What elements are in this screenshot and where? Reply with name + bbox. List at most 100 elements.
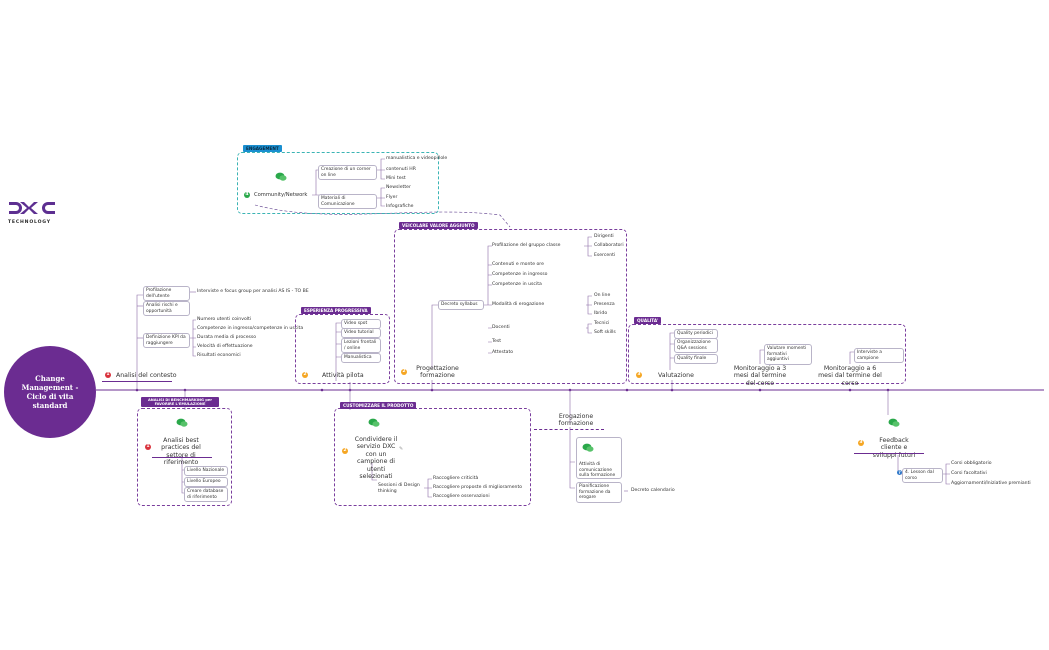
note-icon: ✎ [399,446,404,452]
benchmarking-number-badge: 1 [145,444,151,450]
progettazione-frame [394,229,627,384]
kpi-leaf[interactable]: Risultati economici [197,353,241,358]
progettazione-item[interactable]: Competenze in ingresso [492,272,548,277]
engagement-leaf[interactable]: Mini test [386,176,406,181]
pilota-frame [295,314,390,384]
engagement-label[interactable]: Community/Network [254,192,308,198]
kpi-leaf[interactable]: Durata media di processo [197,335,257,340]
engagement-leaf[interactable]: contenuti HR [386,167,416,172]
benchmarking-label[interactable]: Analisi best practices del settore di ri… [161,437,201,467]
contesto-item-label: Profilazione dell'utente [146,288,172,299]
valutazione-frame [628,324,906,384]
benchmarking-item-label: Creare database di riferimento [187,489,224,500]
erogazione-item-comunicazione[interactable]: Attività di comunicazione sulla formazio… [576,437,622,479]
engagement-frame [237,152,439,214]
customizzare-label[interactable]: Condividere il servizio DXC con un campi… [354,436,398,481]
pilota-label[interactable]: Attività pilota [322,372,364,379]
engagement-leaf[interactable]: Infografiche [386,204,414,209]
contesto-item-kpi[interactable]: Definizione KPI da raggiungere [143,333,190,348]
progettazione-leaf[interactable]: Tecnici [594,321,610,326]
benchmarking-item[interactable]: Livello Nazionale [184,466,228,476]
feedback-leaf[interactable]: Aggiornamenti/Iniziative premianti [951,481,1031,486]
valutazione-item-label: Organizzazione Q&A sessions [677,340,711,351]
contesto-item-profilazione[interactable]: Profilazione dell'utente [143,286,190,301]
contesto-underline [102,381,172,382]
valutazione-item-label: Quality finale [677,356,707,361]
progettazione-leaf[interactable]: Presenza [594,302,615,307]
design-thinking-node[interactable]: Sessioni di Design thinking [378,483,420,494]
customizzare-leaf[interactable]: Raccogliere criticità [433,476,479,481]
progettazione-label[interactable]: Progettazione formazione [416,365,459,380]
progettazione-item[interactable]: Attestato [492,350,514,355]
customizzare-frame [334,408,531,506]
contesto-number-badge: 1 [105,372,111,378]
pilota-tag: ESPERIENZA PROGRESSIVA [301,307,371,314]
pilota-item-label: Manualistica [344,355,372,360]
benchmarking-item[interactable]: Creare database di riferimento [184,487,228,502]
chat-bubbles-icon [275,172,287,181]
feedback-label[interactable]: Feedback cliente e sviluppi futuri [872,437,916,459]
kpi-leaf[interactable]: Competenze in ingresso/competenze in usc… [197,326,304,331]
erogazione-label[interactable]: Erogazione formazione [558,413,594,428]
erogazione-item-pianificazione[interactable]: Pianificazione formazione da erogare [576,482,622,503]
feedback-leaf[interactable]: Corsi obbligatorio [951,461,992,466]
engagement-branch-materiali[interactable]: Materiali di Comunicazione [318,194,377,209]
valutazione-item[interactable]: Organizzazione Q&A sessions [674,338,718,353]
progettazione-leaf[interactable]: Dirigenti [594,234,614,239]
progettazione-leaf[interactable]: Soft skills [594,330,616,335]
mon3-leaf[interactable]: Valutare momenti formativi aggiuntivi [764,344,812,365]
contesto-label[interactable]: Analisi del contesto [116,372,177,379]
benchmarking-item-label: Livello Europeo [187,479,221,484]
progettazione-leaf[interactable]: On line [594,293,611,298]
contesto-leaf[interactable]: Interviste e focus group per analisi AS … [197,289,309,294]
progettazione-leaf[interactable]: Ibrido [594,311,608,316]
syllabus-label: Decreto syllabus [441,302,478,307]
progettazione-item[interactable]: Contenuti e monte ore [492,262,544,267]
contesto-item-label: Analisi rischi e opportunità [146,303,178,314]
engagement-branch-corner[interactable]: Creazione di un corner on line [318,165,377,180]
chat-bubbles-icon [368,418,380,427]
feedback-leaf[interactable]: Corsi facoltativi [951,471,987,476]
engagement-leaf[interactable]: Newsletter [386,185,411,190]
valutazione-tag: QUALITA' [634,317,662,324]
erogazione-leaf[interactable]: Decreto calendario [631,488,675,493]
engagement-number-badge: 4 [244,192,250,198]
central-topic[interactable]: Change Management - Ciclo di vita standa… [4,346,96,438]
engagement-branch-label: Creazione di un corner on line [321,167,371,178]
valutazione-number-badge: 3 [636,372,642,378]
valutazione-item-label: Quality periodici [677,331,713,336]
mon3-label[interactable]: Monitoraggio a 3 mesi dal termine del co… [733,365,787,387]
engagement-leaf[interactable]: manualistica e videopillole [386,156,448,161]
mon6-label[interactable]: Monitoraggio a 6 mesi dal termine del co… [818,365,882,387]
progettazione-item[interactable]: Profilazione del gruppo classe [492,243,561,248]
progettazione-leaf[interactable]: Collaboratori [594,243,624,248]
dxc-logo-subtitle: TECHNOLOGY [8,220,51,225]
feedback-lesson-node[interactable]: 4. Lesson dal corso [902,468,943,483]
chat-bubbles-icon [888,418,900,427]
progettazione-item[interactable]: Docenti [492,325,510,330]
customizzare-leaf[interactable]: Raccogliere proposte di miglioramento [433,485,523,490]
customizzare-leaf[interactable]: Raccogliere osservazioni [433,494,490,499]
pilota-item[interactable]: Lezioni frontali / online [341,338,381,353]
progettazione-leaf[interactable]: Esercenti [594,253,616,258]
mon6-leaf[interactable]: Interviste a campione [854,348,904,363]
kpi-leaf[interactable]: Velocità di effettuazione [197,344,253,349]
central-topic-title: Change Management - Ciclo di vita standa… [21,373,79,411]
pilota-item[interactable]: Video tutorial [341,328,381,338]
valutazione-item[interactable]: Quality finale [674,354,718,364]
progettazione-item[interactable]: Modalità di erogazione [492,302,545,307]
benchmarking-item[interactable]: Livello Europeo [184,477,228,487]
pilota-item-label: Lezioni frontali / online [344,340,377,351]
customizzare-number-badge: 2 [342,448,348,454]
valutazione-label[interactable]: Valutazione [658,372,694,379]
engagement-leaf[interactable]: Flyer [386,195,398,200]
progettazione-item[interactable]: Test [492,339,502,344]
kpi-leaf[interactable]: Numero utenti coinvolti [197,317,252,322]
syllabus-node[interactable]: Decreto syllabus [438,300,484,310]
chat-bubbles-icon [176,418,188,427]
pilota-item[interactable]: Manualistica [341,353,381,363]
progettazione-item[interactable]: Competenze in uscita [492,282,542,287]
pilota-item-label: Video spot [344,321,368,326]
contesto-item-rischi[interactable]: Analisi rischi e opportunità [143,301,190,316]
